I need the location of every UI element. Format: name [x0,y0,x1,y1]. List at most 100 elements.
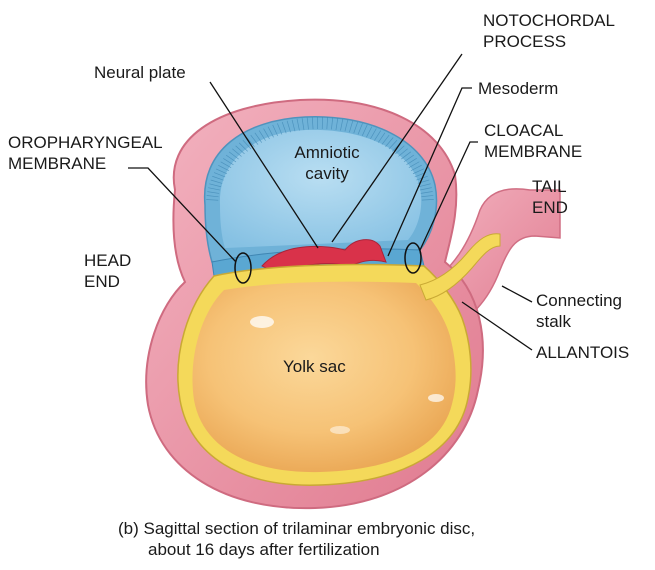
amnion-cell-tick [412,168,425,175]
amnion-cell-tick [370,128,377,140]
head-end-label-line2: END [84,272,120,291]
amnion-cell-tick [213,172,226,178]
amnion-cell-tick [357,123,363,135]
amnion-cell-tick [418,183,431,187]
amnion-cell-tick [410,164,422,171]
notochordal-process-label-line1: NOTOCHORDAL [483,11,615,30]
head-end-label: HEAD END [84,250,131,292]
cloacal-membrane-label-line2: MEMBRANE [484,142,583,161]
connecting-stalk-label-line1: Connecting [536,291,623,310]
amnion-cell-tick [281,121,287,134]
amnion-cell-tick [238,142,248,152]
amnion-cell-tick [403,154,415,163]
amnion-cell-tick [225,154,237,163]
oropharyngeal-membrane-leader [128,167,237,263]
yolk-highlight [250,316,274,328]
amnion-cell-tick [344,119,349,132]
amnion-cell-tick [209,183,222,188]
amnion-cell-tick [349,120,354,133]
amnion-cell-tick [395,145,405,155]
amnion-cell-tick [263,128,270,140]
amnion-cell-tick [207,191,220,194]
leader-lines [128,53,533,351]
amnion-cell-tick [385,137,394,147]
amnion-cell-tick [291,119,296,132]
allantois-shape [419,233,501,301]
amnion-cell-tick [250,134,259,145]
notochordal-process-label: NOTOCHORDAL PROCESS [483,10,615,52]
notochordal-process-label-line2: PROCESS [483,32,567,51]
amnion-cell-tick [215,168,228,175]
amniotic-cavity-shape [219,129,422,248]
amnion-cell-tick [210,179,223,184]
amnion-cell-tick [223,158,234,166]
caption-line1: (b) Sagittal section of trilaminar embry… [118,519,476,538]
yolk-highlight [330,426,350,434]
tail-end-label-line1: TAIL [532,177,567,196]
cloacal-membrane-label-line1: CLOACAL [484,121,564,140]
yolk-sac-shape [192,281,456,473]
amnion-cell-tick [398,148,408,157]
amnion-cell-tick [388,139,398,150]
allantois-label: ALLANTOIS [536,343,630,362]
amnion-cell-tick [421,199,434,201]
allantois-leader [461,301,533,351]
amnion-cell-tick [340,118,344,131]
amnion-cell-tick [220,161,232,169]
amnion-cell-tick [212,175,224,181]
amnion-cell-tick [331,117,334,130]
cloacal-membrane-marker [404,242,422,274]
amnion-cell-tick [406,158,417,166]
amnion-cell-tick [366,126,373,138]
amnion-cell-tick [246,137,255,147]
amnion-cell-tick [420,191,433,194]
cloacal-membrane-leader [419,141,478,251]
notochordal-process-leader [331,53,463,243]
amnion-cell-tick [267,126,274,138]
amnion-cell-tick [258,130,266,141]
amnion-cell-tick [301,118,305,131]
amnion-cell-tick [335,118,339,130]
amnion-cell-tick [286,120,291,133]
amnion-cell-tick [232,148,242,157]
amnion-cell-tick [353,121,359,134]
yolk-sac-label: Yolk sac [283,357,346,376]
connecting-stalk-leader [501,285,533,303]
connecting-stalk-label: Connecting stalk [536,290,622,332]
amnion-cell-tick [206,199,219,201]
amnion-cell-tick [326,117,328,130]
figure-caption: (b) Sagittal section of trilaminar embry… [118,518,475,560]
connecting-stalk-label-line2: stalk [536,312,571,331]
amniotic-cavity-label: Amniotic cavity [290,142,364,184]
amnion-cell-tick [401,151,412,160]
oropharyngeal-membrane-label: OROPHARYNGEAL MEMBRANE [8,132,163,174]
cloacal-membrane-label: CLOACAL MEMBRANE [484,120,582,162]
amnion-cell-tick [377,132,386,143]
amnion-cell-tick [311,117,314,130]
amnion-cell-tick [306,117,309,130]
amnion-cell-tick [374,130,382,141]
amnion-cell-tick [206,195,219,198]
neural-plate-leader [209,81,319,249]
oropharyngeal-membrane-label-line2: MEMBRANE [8,154,107,173]
mesoderm-label: Mesoderm [478,79,559,98]
amnion-cell-tick [296,118,300,131]
amnion-cell-tick [272,124,278,136]
amnion-cell-tick [361,124,368,136]
mesoderm-leader [387,87,472,257]
oropharyngeal-membrane-label-line1: OROPHARYNGEAL [8,133,163,152]
amnion-cell-tick [254,132,263,143]
amnion-cell-tick [408,161,420,168]
yolk-highlight [428,394,444,402]
tail-end-label-line2: END [532,198,568,217]
head-end-label-line1: HEAD [84,251,132,270]
amnion-cell-tick [419,187,432,191]
oropharyngeal-membrane-marker [234,252,252,284]
amnion-cell-tick [235,145,245,155]
amniotic-cavity-label-line2: cavity [305,164,349,183]
amniotic-cavity-label-line1: Amniotic [294,143,360,162]
amnion-cell-tick [218,165,230,172]
amnion-cell-tick [277,123,283,135]
